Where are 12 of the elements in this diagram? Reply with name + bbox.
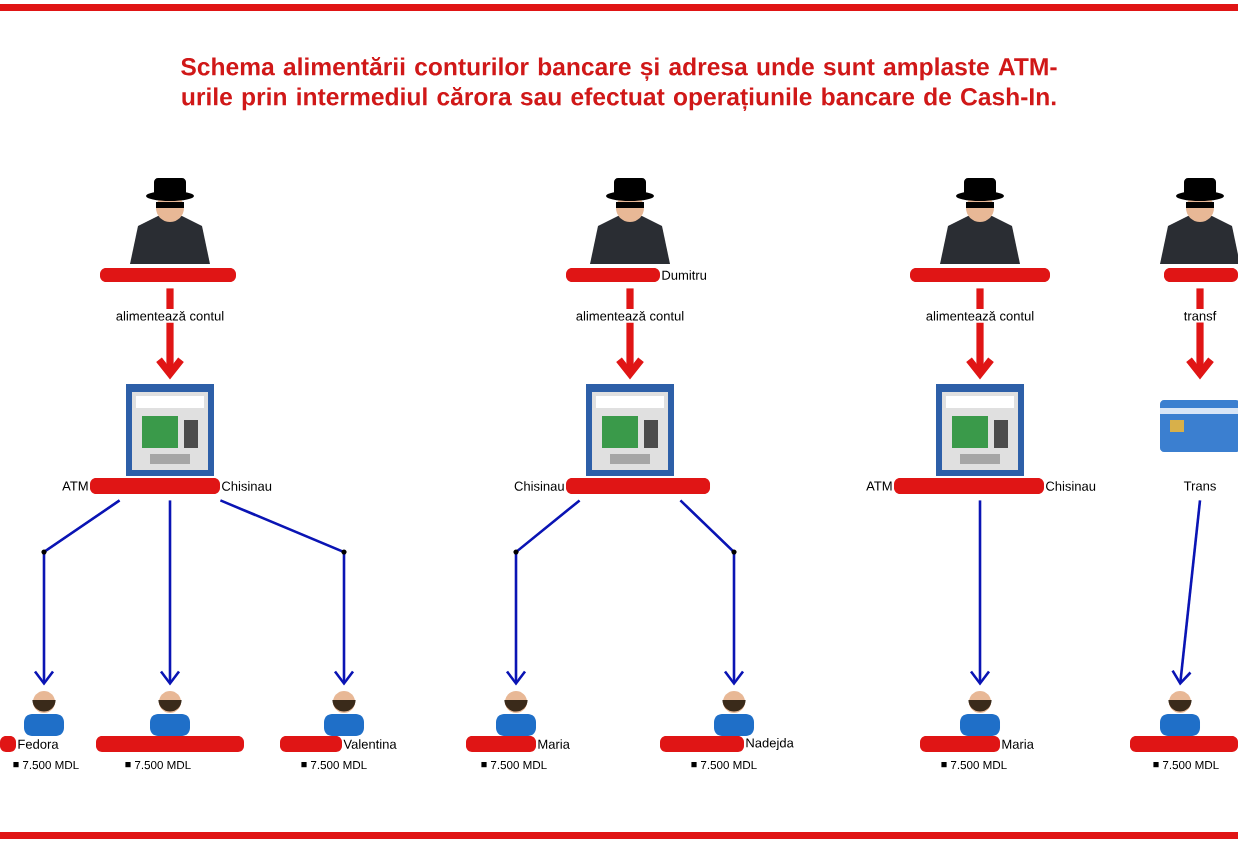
arrow	[969, 500, 991, 686]
arrow	[966, 288, 994, 380]
title: Schema alimentării conturilor bancare și adresa unde sunt amplaste ATM-urile prin intermediul cărora sau efectuat operațiunile bancare de Cash-In.	[181, 57, 1057, 111]
arrow	[33, 499, 121, 686]
arrow	[219, 499, 355, 686]
arrow	[1171, 500, 1202, 686]
arrow	[159, 500, 181, 686]
arrow	[505, 499, 581, 686]
arrow	[616, 288, 644, 380]
arrow	[1186, 288, 1214, 380]
arrow	[156, 288, 184, 380]
arrow	[679, 499, 745, 686]
